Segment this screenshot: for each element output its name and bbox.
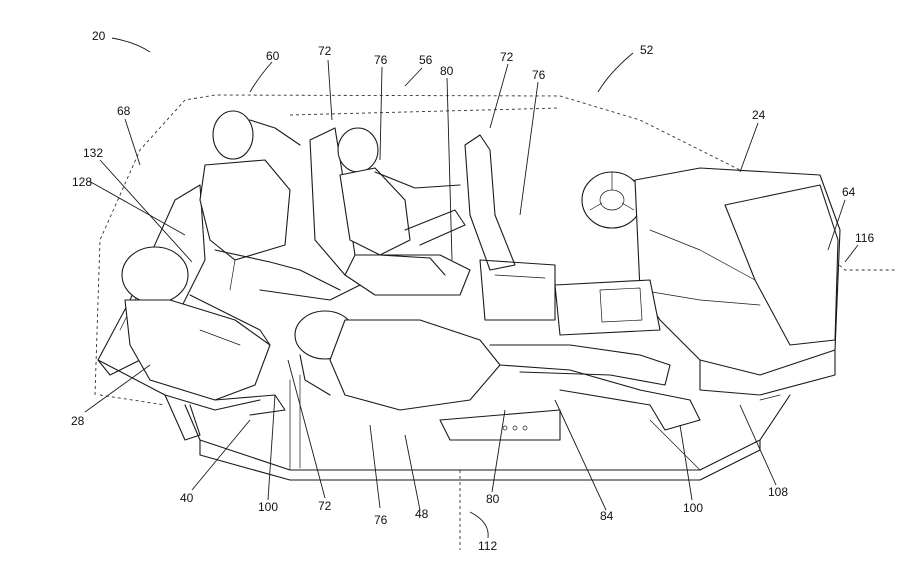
center-console <box>554 279 661 336</box>
ref-52: 52 <box>640 43 654 57</box>
ref-132: 132 <box>83 146 103 160</box>
occupant-rear-middle <box>199 110 361 301</box>
ref-48: 48 <box>415 507 429 521</box>
occupant-front-middle <box>337 127 466 276</box>
ref-80-top: 80 <box>440 64 454 78</box>
ref-68: 68 <box>117 104 131 118</box>
reclined-seat-base <box>439 409 561 441</box>
vehicle-floor <box>184 374 791 481</box>
ref-100-left: 100 <box>258 500 278 514</box>
front-seats <box>309 127 556 321</box>
ref-72-bottom: 72 <box>318 499 332 513</box>
leader-lines <box>84 37 859 539</box>
ref-84: 84 <box>600 509 614 523</box>
instrument-panel-module <box>634 167 841 396</box>
ref-76-bottom: 76 <box>374 513 388 527</box>
ref-112: 112 <box>478 539 497 553</box>
ref-56: 56 <box>419 53 433 67</box>
ref-24: 24 <box>752 108 766 122</box>
ref-72-top-left: 72 <box>318 44 332 58</box>
ref-40: 40 <box>180 491 194 505</box>
ref-60: 60 <box>266 49 280 63</box>
occupant-rear-left <box>121 246 286 416</box>
ref-128: 128 <box>72 175 92 189</box>
ref-100-right: 100 <box>683 501 703 515</box>
ref-116: 116 <box>855 231 874 245</box>
ref-20: 20 <box>92 29 106 43</box>
ref-80-bottom: 80 <box>486 492 500 506</box>
ref-72-top-right: 72 <box>500 50 514 64</box>
ref-108: 108 <box>768 485 788 499</box>
ref-28: 28 <box>71 414 85 428</box>
ref-76-top-left: 76 <box>374 53 388 67</box>
occupant-front-reclined <box>294 310 701 431</box>
reference-numerals: 20 60 72 76 56 80 72 76 52 24 68 132 128… <box>71 29 874 553</box>
ref-76-top-right: 76 <box>532 68 546 82</box>
steering-wheel <box>581 171 643 229</box>
ref-64: 64 <box>842 185 856 199</box>
